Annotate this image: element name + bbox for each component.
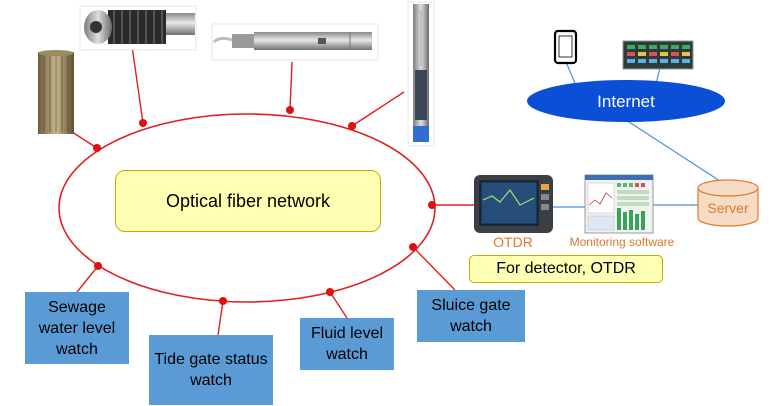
link-sensor2 <box>131 45 144 124</box>
otdr-device-icon <box>474 175 553 233</box>
link-server <box>625 119 724 184</box>
tide-watch-label: Tide gate status watch <box>154 351 268 389</box>
node-dot <box>93 144 101 152</box>
node-dot <box>139 119 147 127</box>
server-label: Server <box>707 200 749 216</box>
sluice-watch-box: Sluice gate watch <box>417 290 525 342</box>
link-sewage <box>76 265 99 293</box>
vertical-probe-icon <box>407 1 435 147</box>
link-sensor4 <box>351 91 405 127</box>
monitoring-software-label: Monitoring software <box>570 235 675 249</box>
node-dot <box>409 243 417 251</box>
network-label-box: Optical fiber network <box>115 170 381 232</box>
database-server-icon: Server <box>697 179 759 227</box>
node-dot <box>286 106 294 114</box>
fluid-watch-box: Fluid level watch <box>300 318 394 370</box>
sewage-watch-label: Sewage water level watch <box>38 298 116 358</box>
internet-links <box>553 61 724 208</box>
fluid-watch-label: Fluid level watch <box>310 325 384 363</box>
node-dot <box>326 288 334 296</box>
detector-label-box: For detector, OTDR <box>469 255 663 283</box>
node-dot <box>348 122 356 130</box>
internet-cloud <box>527 80 725 122</box>
tide-watch-box: Tide gate status watch <box>149 335 273 405</box>
internet-label: Internet <box>597 92 655 111</box>
ring-nodes <box>93 106 436 305</box>
sluice-watch-label: Sluice gate watch <box>431 297 511 335</box>
network-label: Optical fiber network <box>165 190 331 211</box>
link-sensor3 <box>289 61 293 111</box>
sensor-links <box>71 45 474 336</box>
monitor-dashboard-icon <box>622 40 694 70</box>
sewage-watch-box: Sewage water level watch <box>25 292 129 364</box>
fiber-ring <box>58 113 436 303</box>
link-fluid <box>329 291 348 319</box>
link-sluice <box>412 246 456 291</box>
detector-label: For detector, OTDR <box>496 260 636 277</box>
link-sensor1 <box>71 131 98 149</box>
otdr-label: OTDR <box>493 234 533 250</box>
node-dot <box>219 297 227 305</box>
node-dot <box>94 262 102 270</box>
finned-sensor-icon <box>79 5 197 51</box>
monitoring-software-icon <box>584 174 654 234</box>
link-tide <box>217 300 224 336</box>
node-dot <box>428 201 436 209</box>
cylindrical-sensor-icon <box>38 50 74 134</box>
probe-sensor-icon <box>211 23 379 61</box>
smartphone-icon <box>553 29 578 65</box>
